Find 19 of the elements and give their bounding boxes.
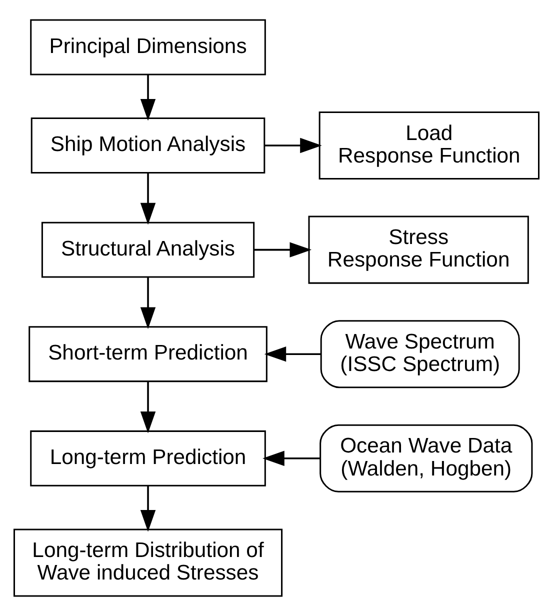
node-box: Stress Response Function [308,215,529,284]
node-box: Short-term Prediction [28,326,268,382]
arrow [254,242,312,257]
arrow [140,172,156,224]
arrow [264,137,322,153]
node-box: Long-term Distribution of Wave induced Stresses [13,528,283,596]
arrow [264,346,321,362]
arrow [140,485,156,532]
arrow [262,450,320,466]
node-box: Structural Analysis [41,221,255,278]
node-box: Load Response Function [318,111,540,180]
node-box: Ship Motion Analysis [30,117,266,173]
arrow [140,381,156,433]
arrow [140,276,156,328]
node-box: Ocean Wave Data (Walden, Hogben) [320,424,533,492]
node-box: Long-term Prediction [30,430,266,486]
node-box: Principal Dimensions [30,18,266,75]
arrow [140,74,156,120]
node-box: Wave Spectrum (ISSC Spectrum) [320,320,520,388]
